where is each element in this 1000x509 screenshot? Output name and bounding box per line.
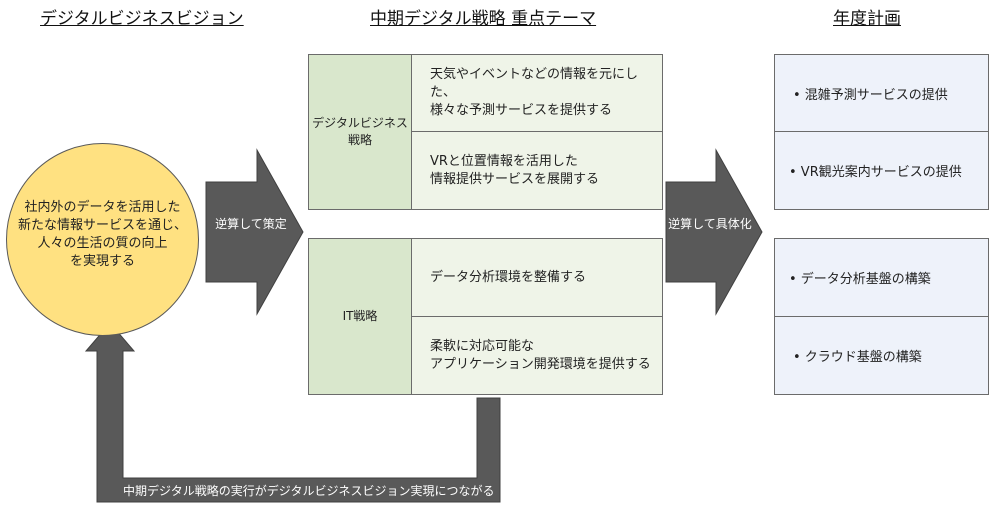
vision-text: 社内外のデータを活用した 新たな情報サービスを通じ、 人々の生活の質の向上 を実… (17, 199, 187, 269)
vision-heading: デジタルビジネスビジョン (40, 9, 244, 29)
strategy-item: 天気やイベントなどの情報を元にした、 様々な予測サービスを提供する (412, 55, 662, 132)
arrow-to-strategy (205, 148, 304, 316)
plan-item: • 混雑予測サービスの提供 (775, 55, 988, 132)
strategy-block-it: IT戦略 データ分析環境を整備する 柔軟に対応可能な アプリケーション開発環境を… (308, 238, 663, 395)
strategy-label-digital: デジタルビジネス 戦略 (309, 55, 412, 209)
feedback-arrow (84, 322, 501, 503)
strategy-item: 柔軟に対応可能な アプリケーション開発環境を提供する (430, 338, 651, 372)
arrow-label-to-plan: 逆算して具体化 (668, 217, 752, 231)
strategy-item: VRと位置情報を活用した 情報提供サービスを展開する (430, 153, 600, 187)
strategy-item: データ分析環境を整備する (412, 239, 662, 317)
plan-item: • クラウド基盤の構築 (793, 350, 922, 365)
plan-block-it: • データ分析基盤の構築 • クラウド基盤の構築 (774, 238, 989, 395)
strategy-label-it: IT戦略 (309, 239, 412, 394)
plan-heading: 年度計画 (833, 9, 901, 29)
plan-block-digital: • 混雑予測サービスの提供 • VR観光案内サービスの提供 (774, 54, 989, 210)
arrow-to-plan (665, 148, 763, 316)
feedback-label: 中期デジタル戦略の実行がデジタルビジネスビジョン実現につながる (123, 484, 495, 498)
vision-circle: 社内外のデータを活用した 新たな情報サービスを通じ、 人々の生活の質の向上 を実… (6, 143, 199, 336)
strategy-block-digital: デジタルビジネス 戦略 天気やイベントなどの情報を元にした、 様々な予測サービス… (308, 54, 663, 210)
arrow-label-to-strategy: 逆算して策定 (215, 217, 287, 231)
plan-item: • データ分析基盤の構築 (775, 239, 988, 317)
plan-item: • VR観光案内サービスの提供 (789, 165, 962, 180)
strategy-heading: 中期デジタル戦略 重点テーマ (370, 9, 597, 29)
